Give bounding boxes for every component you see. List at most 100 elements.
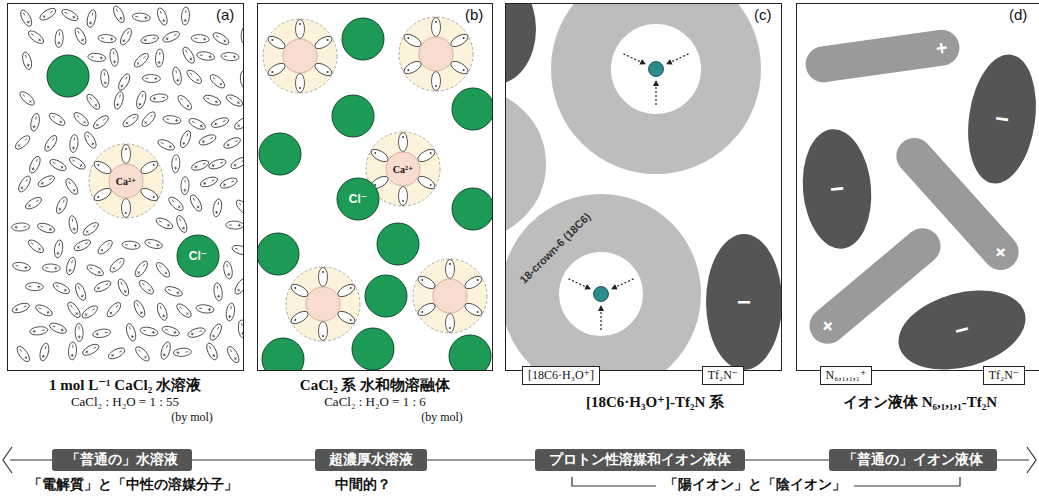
graphic-circle	[271, 71, 273, 73]
graphic-g	[196, 50, 215, 61]
graphic-line	[190, 58, 193, 60]
graphic-ellipse	[118, 27, 133, 47]
graphic-g	[29, 113, 41, 132]
graphic-ellipse	[173, 348, 192, 358]
graphic-line	[86, 351, 87, 354]
graphic-g	[187, 326, 207, 339]
graphic-g	[163, 115, 182, 125]
graphic-g	[18, 89, 37, 107]
graphic-line	[25, 266, 27, 269]
graphic-line	[203, 163, 206, 164]
graphic-g	[199, 175, 219, 189]
graphic-line	[228, 273, 230, 276]
graphic-line	[203, 140, 204, 143]
graphic-line	[24, 306, 27, 308]
graphic-line	[159, 221, 162, 222]
graphic-line	[39, 39, 41, 41]
graphic-ellipse	[155, 216, 175, 231]
graphic-g	[187, 116, 207, 131]
graphic-line	[111, 38, 112, 41]
graphic-circle	[649, 62, 664, 77]
graphic-ellipse	[289, 282, 310, 299]
graphic-line	[149, 289, 151, 291]
graphic-ellipse	[140, 34, 159, 45]
graphic-circle	[350, 319, 352, 321]
graphic-line	[144, 356, 146, 358]
graphic-line	[77, 247, 80, 248]
graphic-line	[154, 78, 157, 79]
graphic-line	[197, 206, 198, 209]
graphic-ellipse	[36, 221, 56, 234]
graphic-line	[213, 354, 214, 357]
graphic-ellipse	[142, 74, 160, 83]
graphic-ellipse	[198, 133, 218, 147]
graphic-ellipse	[21, 51, 33, 70]
graphic-line	[68, 270, 71, 272]
graphic-g	[21, 51, 33, 70]
graphic-line	[217, 296, 220, 297]
graphic-line	[120, 18, 123, 19]
graphic-line	[177, 291, 179, 294]
graphic-line	[95, 104, 97, 106]
graphic-circle	[299, 23, 301, 25]
graphic-line	[179, 218, 180, 221]
caption-text: イオン液体 N₆,₁,₁,₁-Tf₂N	[843, 393, 997, 412]
graphic-g	[135, 90, 148, 110]
graphic-line	[113, 267, 115, 269]
graphic-g	[140, 34, 159, 45]
graphic-ellipse	[16, 174, 32, 194]
graphic-g	[190, 158, 210, 172]
graphic-line	[212, 180, 215, 181]
graphic-circle	[407, 37, 409, 39]
graphic-line	[202, 141, 205, 142]
graphic-line	[92, 143, 94, 146]
graphic-line	[16, 226, 17, 229]
cation-rod: +	[803, 27, 962, 84]
graphic-line	[180, 307, 182, 309]
graphic-line	[119, 95, 121, 98]
graphic-ellipse	[122, 145, 131, 164]
graphic-ellipse	[432, 72, 441, 91]
graphic-line	[194, 166, 197, 167]
graphic-line	[168, 289, 171, 291]
graphic-line	[176, 352, 179, 353]
anion-shape: −	[960, 50, 1039, 188]
graphic-line	[112, 354, 113, 357]
graphic-ellipse	[187, 116, 207, 131]
graphic-ellipse	[446, 314, 455, 333]
graphic-line	[98, 272, 101, 273]
graphic-line	[218, 295, 219, 298]
graphic-g	[219, 176, 239, 190]
graphic-line	[38, 39, 40, 41]
graphic-line	[161, 142, 164, 143]
graphic-ellipse	[402, 32, 423, 49]
graphic-line	[176, 80, 179, 82]
graphic-ellipse	[65, 256, 77, 275]
graphic-line	[73, 189, 75, 192]
graphic-line	[103, 118, 105, 120]
graphic-g	[226, 221, 244, 230]
graphic-line	[178, 206, 180, 208]
graphic-line	[154, 97, 155, 100]
graphic-line	[235, 248, 238, 250]
graphic-g	[156, 138, 176, 153]
graphic-line	[229, 98, 232, 99]
graphic-ellipse	[139, 159, 160, 176]
graphic-line	[243, 39, 244, 40]
graphic-line	[140, 312, 143, 313]
graphic-ellipse	[54, 195, 69, 215]
graphic-g	[155, 7, 169, 27]
graphic-ellipse	[26, 238, 45, 255]
graphic-circle	[477, 279, 479, 281]
graphic-line	[217, 202, 219, 205]
graphic-ellipse	[226, 221, 244, 230]
crown-ether-ring: 18-crown-6 (18C6)	[505, 194, 701, 371]
graphic-line	[239, 203, 241, 205]
graphic-line	[80, 164, 82, 167]
graphic-line	[72, 147, 75, 148]
chevron-right	[1027, 447, 1036, 473]
graphic-g	[25, 282, 43, 291]
graphic-ellipse	[416, 174, 437, 191]
graphic-line	[145, 78, 148, 79]
graphic-ellipse	[75, 323, 84, 341]
